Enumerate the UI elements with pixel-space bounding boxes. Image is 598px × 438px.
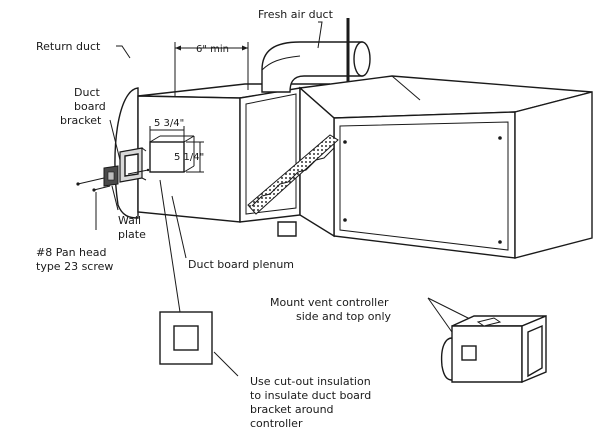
vent-controller-on-plenum xyxy=(149,135,195,173)
label-dimension-width: 5 3/4" xyxy=(154,118,184,129)
ventilator-unit xyxy=(277,75,593,259)
label-screw-1: #8 Pan head xyxy=(36,246,107,259)
duct-board-bracket xyxy=(119,147,147,183)
label-mount-vent-2: side and top only xyxy=(296,310,392,323)
screws xyxy=(76,168,150,192)
fresh-air-duct xyxy=(261,18,371,93)
label-wall-plate-2: plate xyxy=(118,228,146,241)
label-6-min: 6" min xyxy=(196,44,229,55)
label-return-duct: Return duct xyxy=(36,40,101,53)
label-cutout-1: Use cut-out insulation xyxy=(250,375,371,388)
label-fresh-air-duct: Fresh air duct xyxy=(258,8,334,21)
label-duct-board-plenum: Duct board plenum xyxy=(188,258,294,271)
label-duct-board-bracket-1: Duct xyxy=(74,86,100,99)
label-wall-plate-1: Wall xyxy=(118,214,141,227)
cutout-insulation xyxy=(159,311,213,365)
dimension-5-1-4 xyxy=(186,141,204,173)
filter-panel xyxy=(247,134,339,215)
dimension-5-3-4 xyxy=(149,126,185,142)
label-cutout-2: to insulate duct board xyxy=(250,389,371,402)
label-mount-vent-1: Mount vent controller xyxy=(270,296,389,309)
label-screw-2: type 23 screw xyxy=(36,260,113,273)
inset-controller xyxy=(440,314,547,384)
label-duct-board-bracket-2: board xyxy=(74,100,106,113)
wall-plate xyxy=(103,165,119,187)
label-duct-board-bracket-3: bracket xyxy=(60,114,102,127)
dimension-6-min xyxy=(174,42,249,96)
label-cutout-4: controller xyxy=(250,417,303,430)
label-dimension-height: 5 1/4" xyxy=(174,152,204,163)
label-cutout-3: bracket around xyxy=(250,403,334,416)
